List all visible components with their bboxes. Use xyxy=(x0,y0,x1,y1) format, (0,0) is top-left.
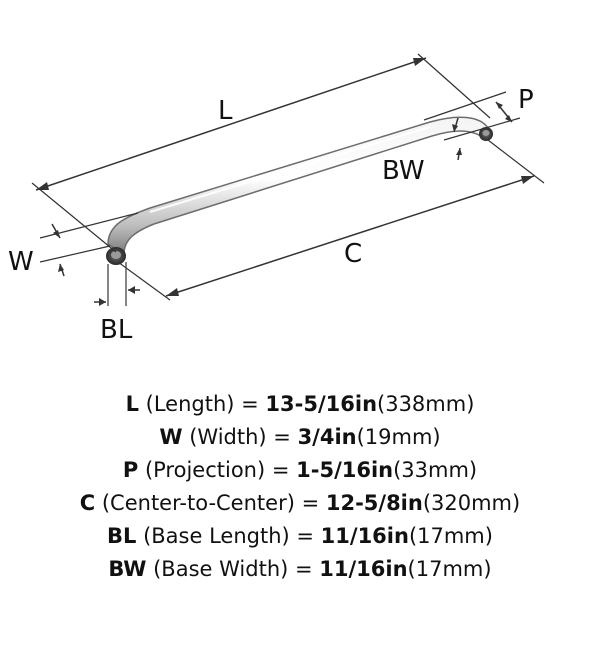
dimension-diagram: L W P BW C xyxy=(8,53,545,345)
label-projection: P xyxy=(518,85,534,115)
spec-length: L (Length) = 13-5/16in(338mm) xyxy=(125,392,475,416)
length-dimension xyxy=(31,53,491,253)
label-base-length: BL xyxy=(100,315,133,345)
dimension-specs: L (Length) = 13-5/16in(338mm) W (Width) … xyxy=(0,388,600,586)
spec-base-width: BW (Base Width) = 11/16in(17mm) xyxy=(108,557,492,581)
base-width-dimension xyxy=(452,117,462,161)
cabinet-pull-handle xyxy=(106,116,493,265)
width-dimension xyxy=(39,212,139,277)
center-to-center-dimension xyxy=(117,139,545,301)
spec-width: W (Width) = 3/4in(19mm) xyxy=(159,425,441,449)
base-length-dimension xyxy=(94,262,140,306)
label-length: L xyxy=(218,96,233,126)
label-base-width: BW xyxy=(382,156,425,186)
label-width: W xyxy=(8,247,34,277)
spec-center-to-center: C (Center-to-Center) = 12-5/8in(320mm) xyxy=(79,491,521,515)
projection-dimension xyxy=(423,91,521,141)
label-center: C xyxy=(344,239,362,269)
spec-projection: P (Projection) = 1-5/16in(33mm) xyxy=(122,458,478,482)
spec-base-length: BL (Base Length) = 11/16in(17mm) xyxy=(107,524,493,548)
